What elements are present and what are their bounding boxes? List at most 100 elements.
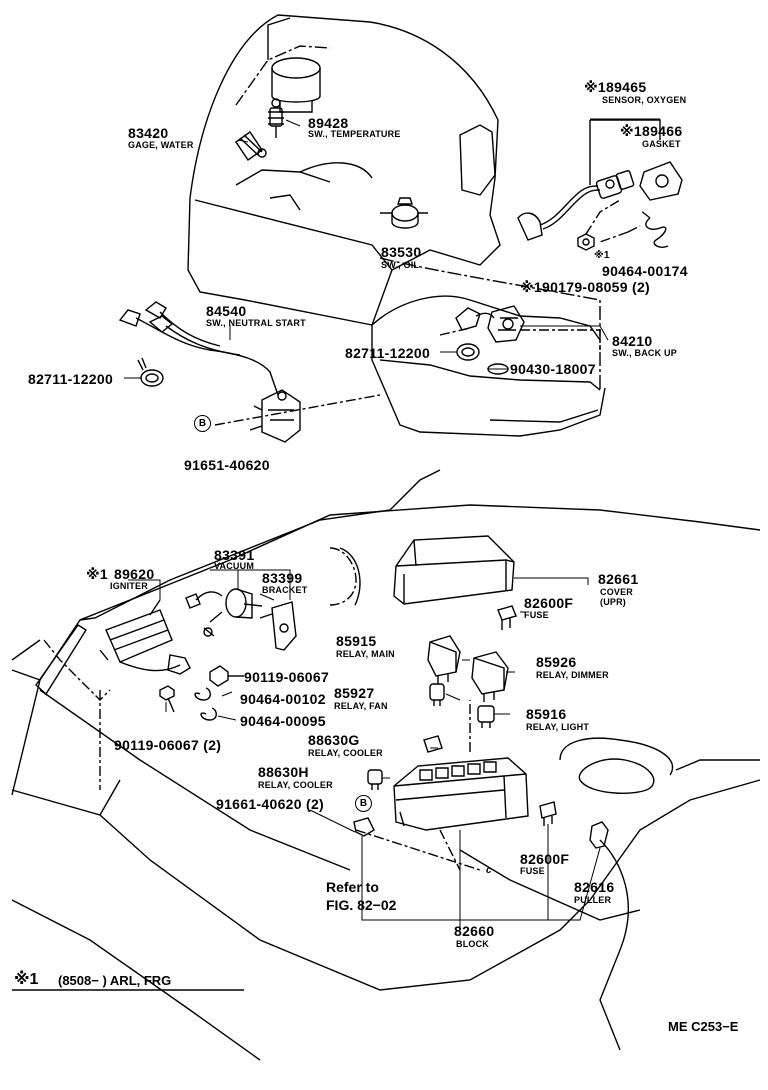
part-83420-desc: GAGE, WATER	[128, 140, 194, 150]
oxygen-sensor-icon	[518, 120, 660, 240]
part-82600f-lower-desc: FUSE	[520, 866, 545, 876]
part-83530-number: 83530	[381, 244, 422, 260]
part-90464-00174-number: 90464-00174	[602, 263, 688, 279]
back-up-switch-icon	[456, 306, 524, 342]
part-83391-number: 83391	[214, 547, 255, 563]
part-82600f-lower-number: 82600F	[520, 851, 570, 867]
refer-to-line1: Refer to	[326, 879, 379, 895]
screw-pair-icon	[160, 686, 174, 712]
part-89465-number: ※189465	[584, 79, 647, 95]
body-outline	[12, 470, 760, 1060]
hose-clamp-left-icon	[138, 358, 163, 386]
upper-solid-leaders	[124, 119, 660, 378]
part-84210-desc: SW., BACK UP	[612, 348, 677, 358]
part-90179-number: ※190179-08059 (2)	[520, 279, 651, 295]
ref-marker-upper: B	[194, 415, 211, 432]
part-85926-desc: RELAY, DIMMER	[536, 670, 609, 680]
puller-icon	[590, 822, 608, 848]
part-83530-desc: SW., OIL	[381, 260, 420, 270]
relay-dimmer-icon	[472, 652, 508, 702]
spring-clip-icon	[646, 218, 668, 247]
oil-switch-icon	[380, 198, 428, 228]
figure-code: ME C253−E	[668, 1019, 739, 1034]
igniter-icon	[100, 592, 222, 674]
part-89428-desc: SW., TEMPERATURE	[308, 129, 401, 139]
neutral-start-switch-icon	[120, 302, 300, 442]
part-83391-desc: VACUUM	[214, 561, 255, 571]
part-84540-desc: SW., NEUTRAL START	[206, 318, 306, 328]
part-88630h-number: 88630H	[258, 764, 309, 780]
footnote-symbol: ※1	[14, 971, 39, 988]
bracket-icon	[260, 602, 296, 650]
screw-icon	[210, 666, 244, 686]
fuse-upper-icon	[498, 606, 516, 630]
nut-icon	[578, 234, 594, 250]
part-83420-number: 83420	[128, 125, 169, 141]
hose-clamp-right-icon	[457, 344, 479, 360]
footnote-text: (8508− ) ARL, FRG	[58, 973, 172, 988]
part-82661-desc: COVER	[600, 587, 634, 597]
part-82661-desc2: (UPR)	[600, 597, 626, 607]
small-c-mark: c	[486, 865, 492, 876]
lower-leaders	[356, 700, 480, 870]
part-82660-desc: BLOCK	[456, 939, 489, 949]
part-82711-left-number: 82711-12200	[28, 371, 114, 387]
part-85915-number: 85915	[336, 633, 377, 649]
part-82616-desc: PULLER	[574, 895, 612, 905]
part-82661-number: 82661	[598, 571, 639, 587]
temperature-switch-icon	[268, 99, 284, 138]
part-83399-desc: BRACKET	[262, 585, 308, 595]
part-85927-desc: RELAY, FAN	[334, 701, 388, 711]
part-90430-number: 90430-18007	[510, 361, 596, 377]
part-83399-number: 83399	[262, 570, 303, 586]
part-89620-desc: IGNITER	[110, 581, 148, 591]
part-85916-number: 85916	[526, 706, 567, 722]
part-88630g-number: 88630G	[308, 732, 360, 748]
part-89465-desc: SENSOR, OXYGEN	[602, 95, 687, 105]
part-82660-number: 82660	[454, 923, 495, 939]
water-gage-icon	[236, 132, 266, 160]
junction-block-icon	[394, 758, 528, 830]
part-90119-06067-pair-number: 90119-06067 (2)	[114, 737, 222, 753]
relay-fan-icon	[430, 684, 444, 706]
part-85915-desc: RELAY, MAIN	[336, 649, 395, 659]
vacuum-switch-icon	[204, 589, 262, 636]
part-89466-number: ※189466	[620, 123, 683, 139]
part-88630h-desc: RELAY, COOLER	[258, 780, 333, 790]
cover-upr-icon	[394, 536, 514, 604]
part-91651-upper-number: 91651-40620	[184, 457, 270, 473]
part-90119-06067-number: 90119-06067	[244, 669, 330, 685]
clip-upper-icon	[195, 688, 210, 700]
part-82600f-upper-number: 82600F	[524, 595, 574, 611]
oil-cap-shape	[272, 58, 320, 112]
relay-cooler-g-icon	[424, 736, 442, 752]
part-90464-00102-number: 90464-00102	[240, 691, 326, 707]
part-85916-desc: RELAY, LIGHT	[526, 722, 590, 732]
part-84210-number: 84210	[612, 333, 653, 349]
ref-marker-lower: B	[355, 795, 372, 812]
block-clip-icon	[354, 818, 374, 836]
part-89466-desc: GASKET	[642, 139, 681, 149]
part-90464-00174-prefix: ※1	[594, 250, 610, 261]
part-82600f-upper-desc: FUSE	[524, 610, 549, 620]
part-91661-40620-pair-number: 91661-40620 (2)	[216, 796, 325, 812]
part-85927-number: 85927	[334, 685, 375, 701]
refer-to-line2: FIG. 82−02	[326, 897, 397, 913]
part-82616-number: 82616	[574, 879, 615, 895]
fuse-lower-icon	[540, 802, 556, 826]
part-85926-number: 85926	[536, 654, 577, 670]
relay-cooler-h-icon	[368, 770, 382, 790]
part-84540-number: 84540	[206, 303, 247, 319]
gasket-icon	[640, 162, 682, 200]
lower-solid-leaders	[128, 570, 600, 930]
engine-outline	[188, 15, 605, 436]
relay-main-icon	[428, 636, 460, 684]
part-88630g-desc: RELAY, COOLER	[308, 748, 383, 758]
part-90464-00095-number: 90464-00095	[240, 713, 326, 729]
part-82711-right-number: 82711-12200	[345, 345, 431, 361]
clip-lower-icon	[201, 708, 216, 720]
relay-light-icon	[478, 706, 494, 728]
